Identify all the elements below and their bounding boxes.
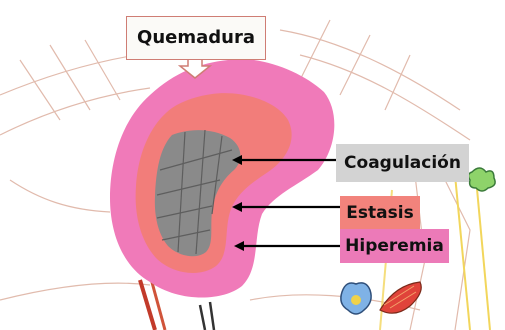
zone-label-estasis: Estasis <box>340 196 420 230</box>
zone-label-hiperemia: Hiperemia <box>340 229 449 263</box>
zone-label-coagulation: Coagulación <box>336 144 469 182</box>
green-structure <box>468 168 495 191</box>
title-label: Quemadura <box>126 16 266 60</box>
